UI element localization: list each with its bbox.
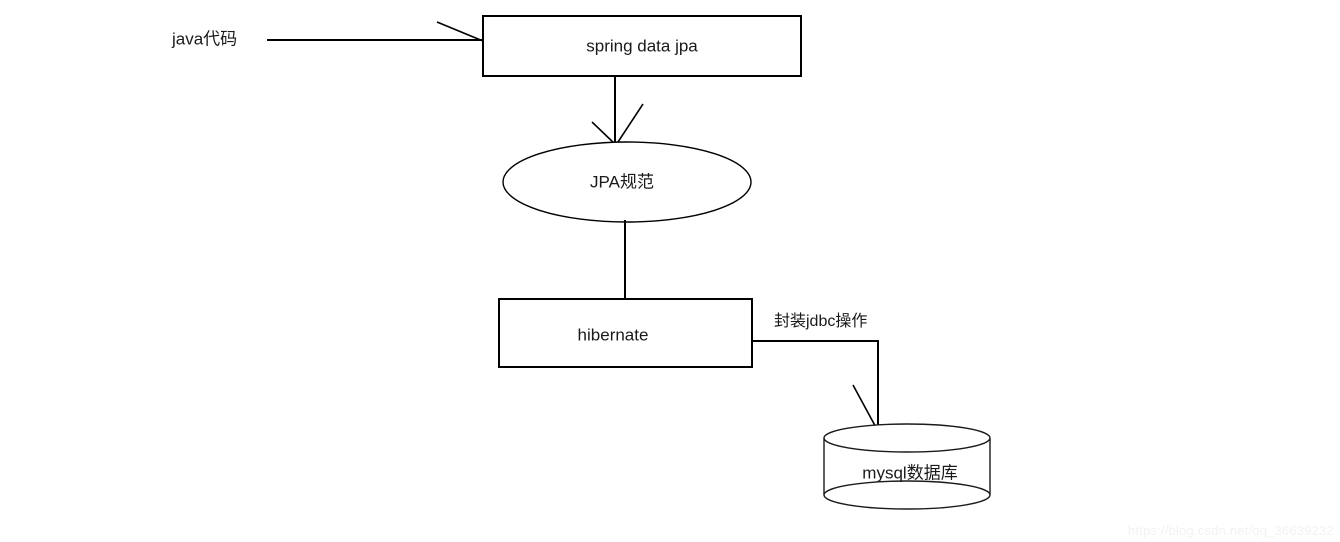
watermark: https://blog.csdn.net/qq_36639232: [1127, 523, 1334, 538]
node-label-java-code: java代码: [171, 29, 237, 48]
node-label-hibernate: hibernate: [578, 325, 649, 344]
node-mysql-db-top-ellipse: [823, 423, 991, 453]
node-hibernate-shape: [498, 298, 753, 368]
node-mysql-db[interactable]: mysql数据库: [823, 423, 991, 510]
edge-label-jdbc: 封装jdbc操作: [774, 312, 867, 330]
node-jpa-spec[interactable]: JPA规范: [502, 141, 752, 223]
node-spring-data-jpa-shape: [482, 15, 802, 77]
node-spring-data-jpa[interactable]: spring data jpa: [482, 15, 802, 77]
edge-spring-to-jpa-arrowhead-left: [591, 121, 617, 146]
edge-java-to-spring-arrowhead: [436, 21, 484, 42]
node-jpa-spec-shape: [502, 141, 752, 223]
edge-spring-to-jpa-arrowhead-right: [615, 103, 644, 146]
node-mysql-db-bottom-ellipse: [823, 480, 991, 510]
node-label-jpa-spec: JPA规范: [590, 172, 654, 191]
node-label-mysql-db: mysql数据库: [862, 463, 957, 482]
node-hibernate[interactable]: hibernate: [498, 298, 753, 368]
edge-java-to-spring: [267, 21, 484, 42]
node-label-spring-data-jpa: spring data jpa: [586, 36, 698, 55]
edge-hibernate-to-mysql: [751, 340, 880, 434]
edge-spring-to-jpa: [591, 75, 644, 146]
